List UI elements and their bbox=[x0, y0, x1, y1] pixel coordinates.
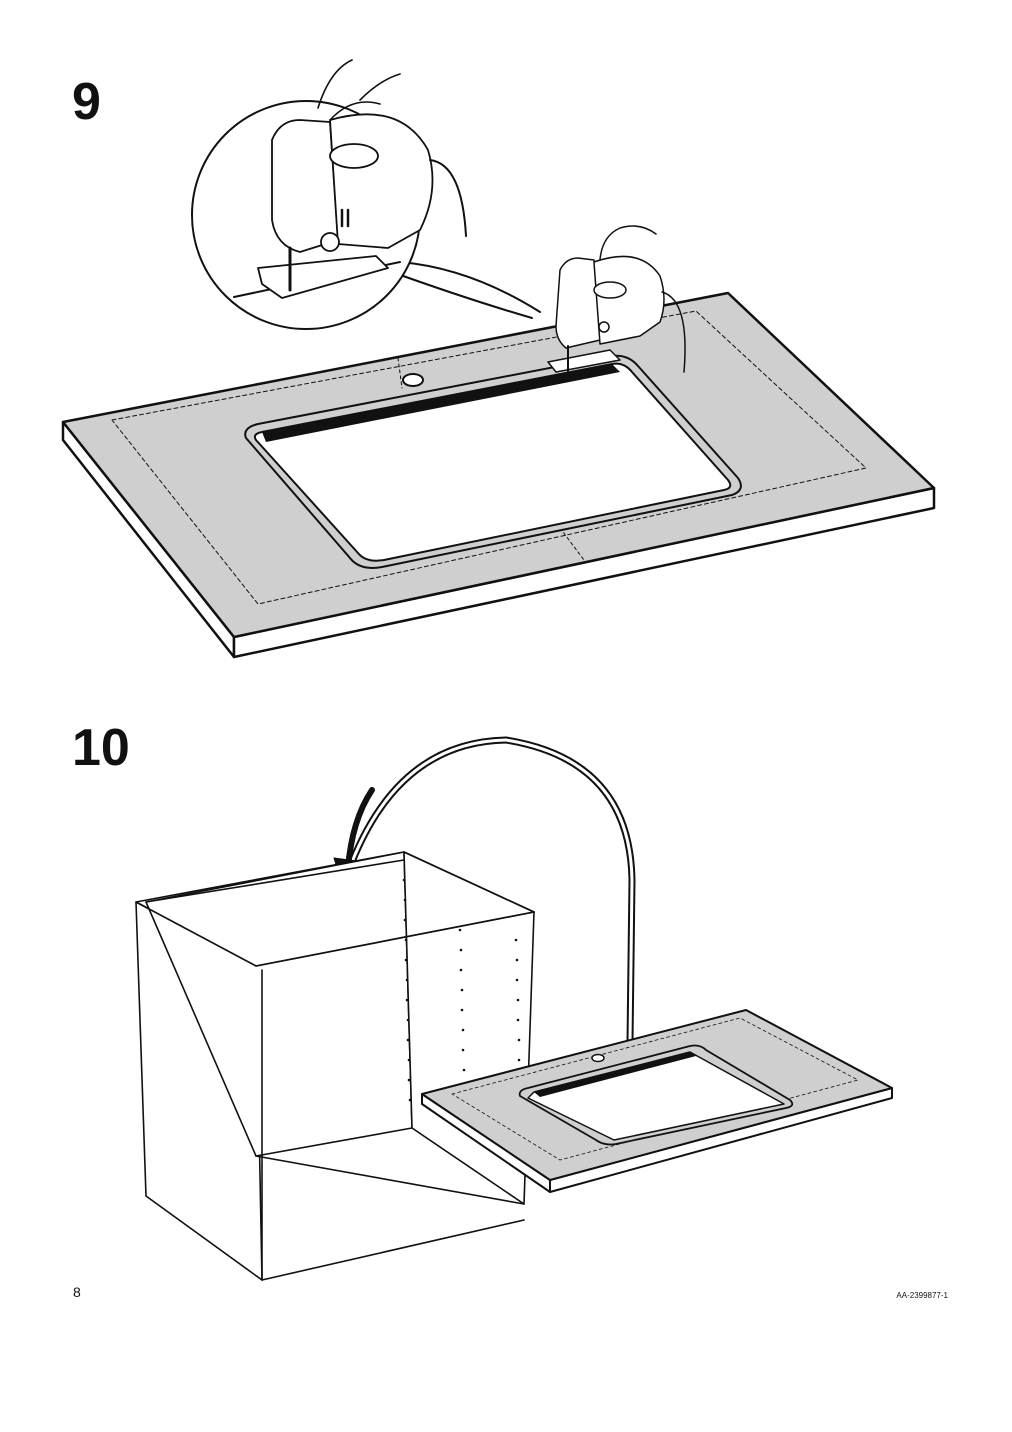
countertop-small bbox=[421, 1009, 893, 1193]
step-10-number: 10 bbox=[72, 719, 130, 777]
document-code: AA-2399877-1 bbox=[896, 1291, 948, 1300]
step-9-number: 9 bbox=[72, 73, 101, 131]
cabinet-hole-dots bbox=[402, 878, 521, 1102]
cabinet-frame bbox=[135, 851, 535, 1281]
tap-hole bbox=[402, 373, 424, 387]
page-number: 8 bbox=[73, 1284, 81, 1300]
step-10-illustration bbox=[135, 736, 893, 1281]
magnified-jigsaw-callout bbox=[191, 59, 541, 330]
sink-cutout bbox=[244, 354, 742, 569]
step-9-illustration bbox=[61, 59, 936, 659]
jigsaw-small-icon bbox=[547, 225, 686, 373]
